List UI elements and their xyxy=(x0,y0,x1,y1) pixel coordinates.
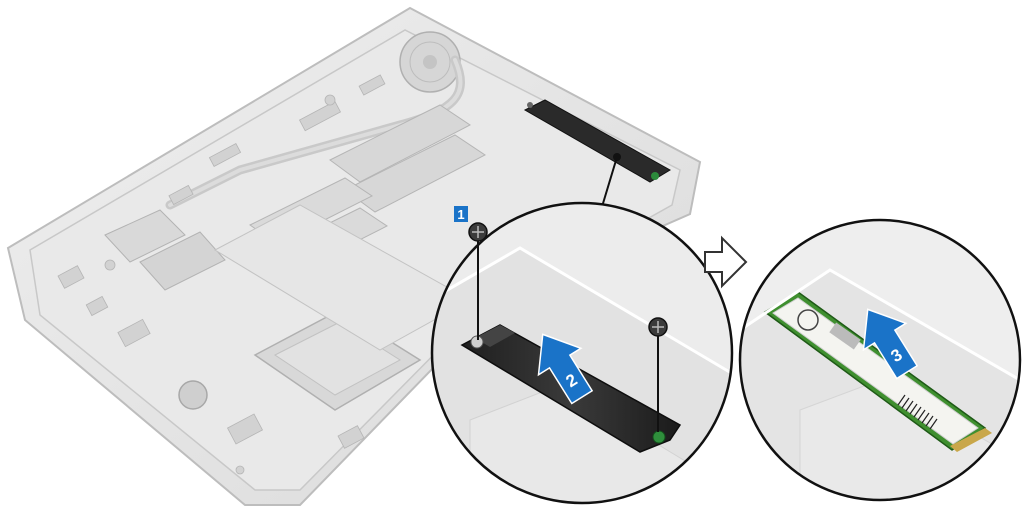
step-1-badge: 1 xyxy=(454,206,468,222)
wlan-card xyxy=(104,209,226,291)
barcode xyxy=(897,394,938,430)
callout-remove-plate: 1 2 xyxy=(430,201,734,505)
outline-arrow-right-icon xyxy=(704,235,748,289)
screw-icon xyxy=(468,222,488,340)
ssd-in-chassis xyxy=(523,99,671,183)
step-3-arrow: 3 xyxy=(862,308,919,380)
coin-cell-battery xyxy=(178,380,208,410)
laptop-base xyxy=(6,6,702,506)
step-2-arrow: 2 xyxy=(537,333,594,405)
screw-icon xyxy=(648,317,668,432)
m2-ssd-module xyxy=(763,291,992,452)
callout-anchor xyxy=(613,153,621,161)
callout-remove-ssd: 3 xyxy=(738,218,1022,502)
board-components xyxy=(57,74,386,475)
step-1-number: 1 xyxy=(457,207,464,222)
